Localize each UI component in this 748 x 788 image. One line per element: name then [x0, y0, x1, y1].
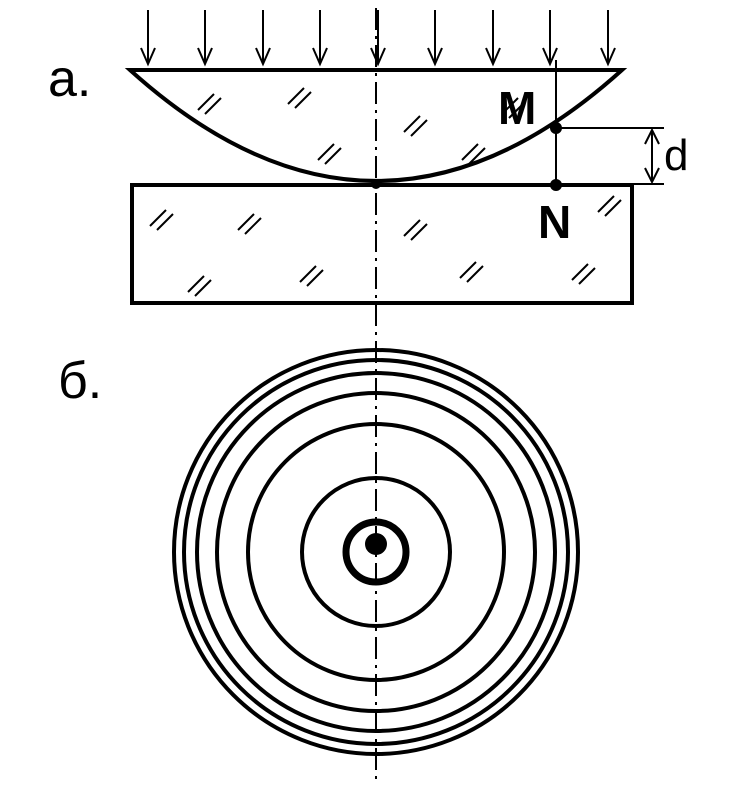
- light-arrow: [370, 10, 386, 67]
- light-arrow: [542, 10, 558, 67]
- ring-6: [300, 476, 452, 628]
- label-gap-d: d: [664, 131, 688, 180]
- glass-plate: [130, 183, 634, 305]
- label-point-m: M: [498, 82, 536, 134]
- light-arrow: [255, 10, 271, 67]
- label-point-n: N: [538, 196, 571, 248]
- light-arrow: [600, 10, 616, 67]
- light-arrow: [312, 10, 328, 67]
- gap-dimension: [556, 127, 664, 185]
- light-arrow: [140, 10, 156, 67]
- light-arrow: [485, 10, 501, 67]
- plate-hatching: [149, 195, 622, 297]
- incident-light-arrows: [140, 10, 616, 67]
- light-arrow: [427, 10, 443, 67]
- light-arrow: [197, 10, 213, 67]
- label-part-a: а.: [48, 50, 91, 108]
- lens-hatching: [197, 87, 526, 165]
- plano-convex-lens: [124, 68, 628, 183]
- label-part-b: б.: [58, 352, 102, 410]
